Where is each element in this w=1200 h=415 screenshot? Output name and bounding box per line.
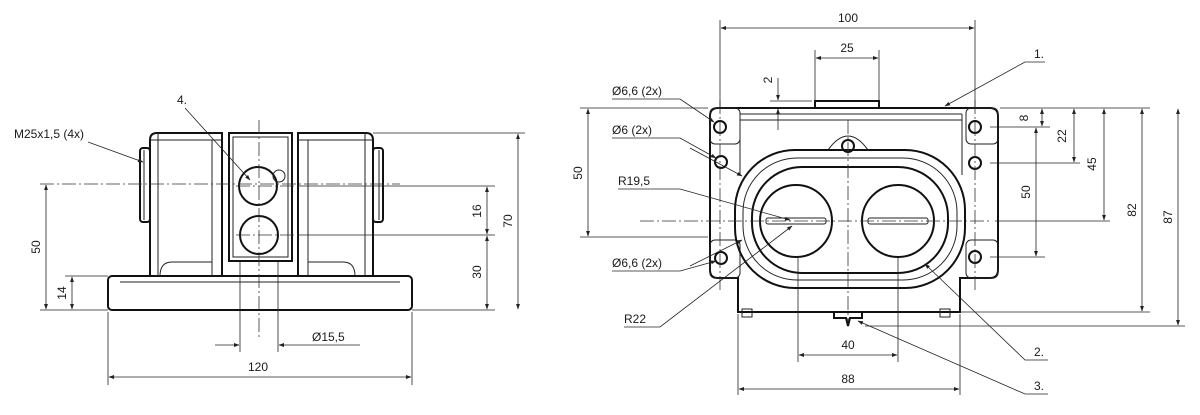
dim-50-side: 50 (29, 240, 43, 254)
base-plate (107, 275, 413, 311)
hole-mid-left (714, 155, 728, 169)
dim-14: 14 (55, 286, 69, 300)
callout-3: 3. (1034, 379, 1044, 393)
top-boss (814, 100, 880, 109)
dim-100: 100 (838, 11, 858, 25)
dim-120: 120 (248, 360, 268, 374)
dim-87: 87 (1161, 210, 1175, 224)
right-body (297, 132, 374, 276)
dim-70: 70 (501, 214, 515, 228)
radius-19-5: R19,5 (618, 174, 650, 188)
hole-label-66-bottom: Ø6,6 (2x) (612, 256, 662, 270)
left-body (149, 132, 223, 276)
dim-40: 40 (841, 338, 855, 352)
dim-50-left: 50 (571, 166, 585, 180)
hole-label-66-top: Ø6,6 (2x) (612, 84, 662, 98)
thread-label: M25x1,5 (4x) (14, 127, 84, 141)
dim-diameter-15-5: Ø15,5 (312, 330, 345, 344)
front-view: 100 25 2 Ø6,6 (2x) Ø6 (2x) R19,5 50 Ø6,6… (571, 11, 1185, 395)
dim-30: 30 (470, 265, 484, 279)
hole-label-6: Ø6 (2x) (612, 123, 652, 137)
callout-4: 4. (177, 93, 187, 107)
center-block (228, 132, 293, 262)
left-thread-boss (139, 147, 151, 223)
bottom-pin (833, 311, 863, 327)
dim-16: 16 (470, 204, 484, 218)
dim-22: 22 (1055, 129, 1069, 143)
small-hole (272, 169, 286, 183)
radius-22: R22 (624, 312, 646, 326)
right-thread-boss (372, 147, 384, 223)
callout-2: 2. (1034, 345, 1044, 359)
dim-2: 2 (761, 76, 775, 83)
side-view: M25x1,5 (4x) 4. 50 14 16 30 70 Ø15,5 120 (14, 93, 525, 385)
dim-50-right: 50 (1019, 185, 1033, 199)
dim-82: 82 (1125, 203, 1139, 217)
outer-oval (734, 149, 966, 289)
callout-1: 1. (1034, 47, 1044, 61)
dim-8: 8 (1017, 114, 1031, 121)
dim-25: 25 (840, 41, 854, 55)
dim-45: 45 (1085, 157, 1099, 171)
inner-oval (751, 166, 949, 274)
dim-88: 88 (841, 372, 855, 386)
hole-bottom-left (714, 251, 728, 265)
